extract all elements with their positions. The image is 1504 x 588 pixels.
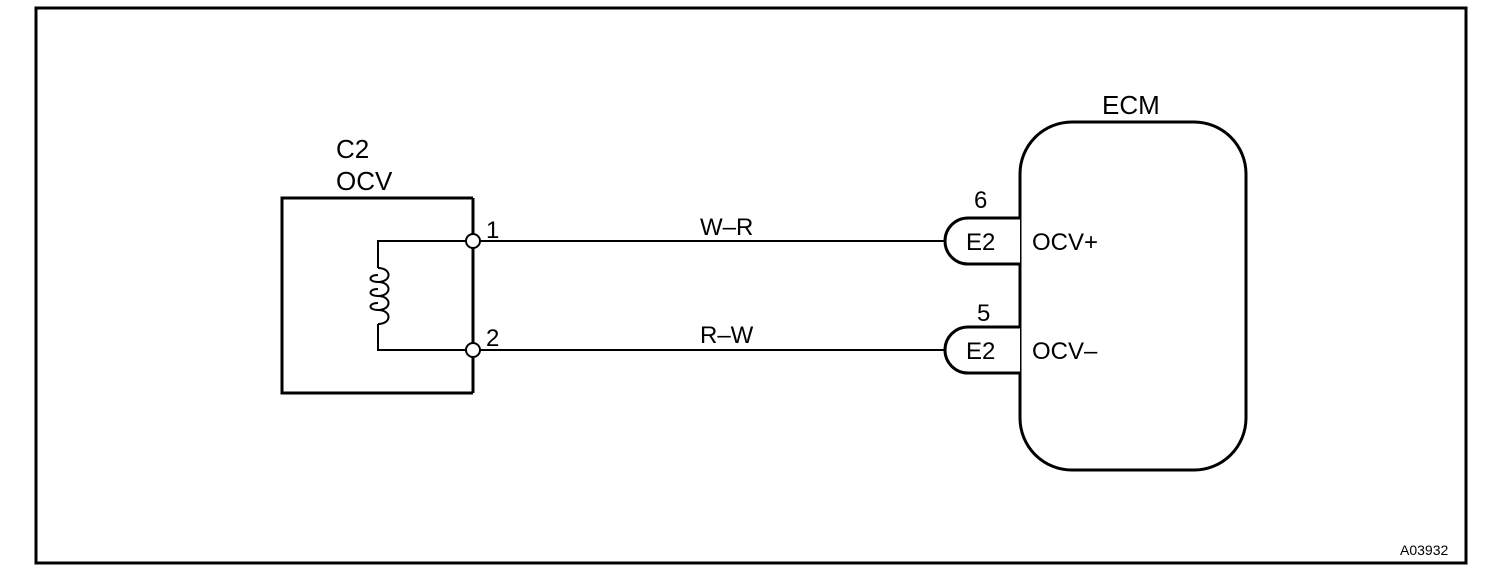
ocv-pin-1-label: 1 [486,217,499,244]
wire-2: R–W [480,322,946,351]
figure-id: A03932 [1400,542,1448,558]
ecm-unit: ECM 6 E2 OCV+ 5 E2 OCV– [943,90,1248,472]
ecm-connector-e2-top-label: E2 [966,229,995,256]
ecm-connector-e2-bottom-label: E2 [966,338,995,365]
coil-lead-bottom [377,324,466,351]
ocv-pin-2-terminal [465,342,481,358]
coil-icon [369,267,390,325]
ocv-connector-code: C2 [336,134,369,164]
wire-2-color-code: R–W [700,322,754,349]
ecm-pin-5-label: 5 [977,300,990,327]
diagram-frame [34,6,1468,565]
ocv-pin-2-label: 2 [486,325,499,352]
ecm-pin-6-label: 6 [974,187,987,214]
ecm-connector-e2-bottom [943,325,1020,375]
ocv-component: C2 OCV 1 2 [280,134,499,395]
wire-1-color-code: W–R [700,214,753,241]
wire-1: W–R [480,214,946,242]
ocv-component-box [280,196,473,395]
ecm-connector-e2-top [943,216,1020,266]
ecm-name: ECM [1102,90,1160,120]
ocv-component-name: OCV [336,166,393,196]
ecm-signal-ocv-minus: OCV– [1032,338,1098,365]
coil-lead-top [377,240,466,268]
ocv-pin-1-terminal [465,233,481,249]
ecm-box [1018,120,1248,472]
ecm-signal-ocv-plus: OCV+ [1032,229,1098,256]
